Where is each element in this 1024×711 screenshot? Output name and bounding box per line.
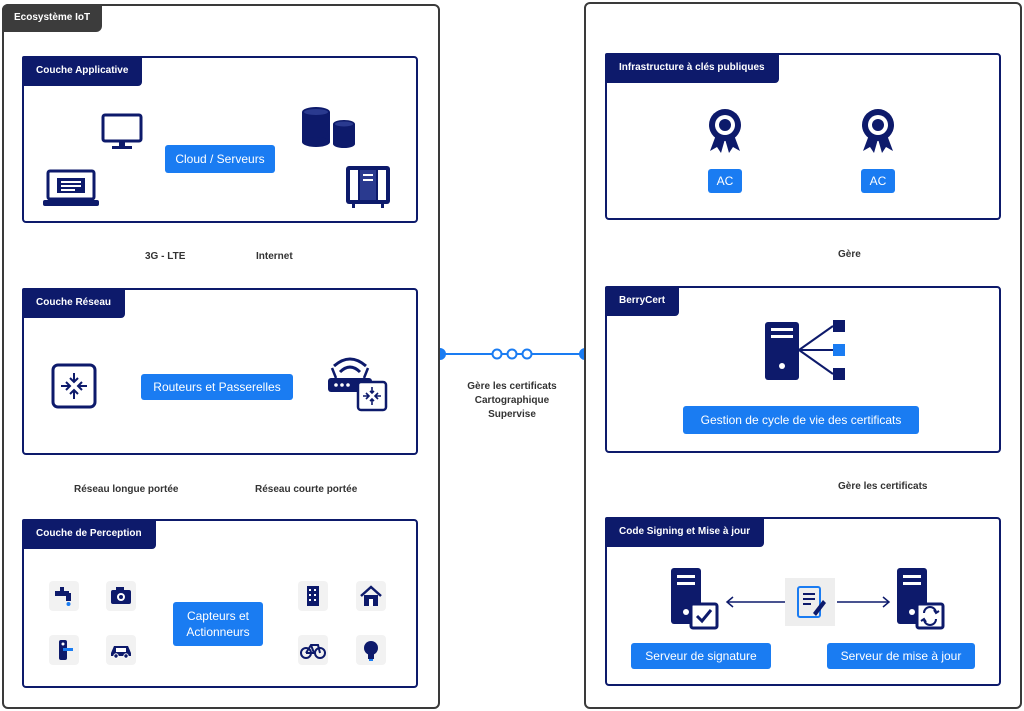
chip-building <box>298 581 328 611</box>
signing-server-label: Serveur de signature <box>631 643 771 669</box>
router-icon <box>51 363 97 409</box>
bicycle-icon <box>300 644 326 659</box>
center-link-line3: Supervise <box>488 409 536 420</box>
wifi-gateway-icon <box>328 357 388 412</box>
database-icon <box>302 107 355 148</box>
link-internet-label: Internet <box>256 251 293 262</box>
center-link-line1: Gère les certificats <box>467 381 557 392</box>
home-icon <box>360 585 382 606</box>
update-server-icon <box>897 568 945 630</box>
code-signing-layer-title: Code Signing et Mise à jour <box>605 517 765 547</box>
chip-bicycle <box>298 635 328 665</box>
building-icon <box>307 586 319 606</box>
pki-layer-title: Infrastructure à clés publiques <box>605 53 779 83</box>
bidirectional-arrow-left-icon <box>725 596 785 608</box>
sensors-actuators-label: Capteurs et Actionneurs <box>173 602 263 646</box>
pki-layer: Infrastructure à clés publiques AC AC <box>605 53 1001 220</box>
routers-gateways-label: Routeurs et Passerelles <box>141 374 293 400</box>
chip-car <box>106 635 136 665</box>
link-manages-certificates-label: Gère les certificats <box>838 481 928 492</box>
ca-2-label: AC <box>861 169 895 193</box>
document-edit-icon <box>797 586 826 618</box>
certificate-ribbon-icon <box>709 109 741 153</box>
document-edit-box <box>785 578 835 626</box>
laptop-icon <box>43 169 99 206</box>
iot-ecosystem-title: Ecosystème IoT <box>2 4 103 32</box>
cloud-servers-label: Cloud / Serveurs <box>165 145 275 173</box>
link-manages-label: Gère <box>838 249 861 260</box>
network-layer: Couche Réseau Routeurs et Passerelles <box>22 288 418 455</box>
certificate-ribbon-icon <box>862 109 894 153</box>
server-rack-icon <box>346 166 390 208</box>
sensors-actuators-line2: Actionneurs <box>186 625 250 639</box>
camera-icon <box>111 587 131 604</box>
door-lock-icon <box>59 640 73 660</box>
perception-layer: Couche de Perception Capteurs et Actionn… <box>22 519 418 688</box>
lightbulb-icon <box>364 641 378 661</box>
chip-camera <box>106 581 136 611</box>
chip-lightbulb <box>356 635 386 665</box>
application-layer-title: Couche Applicative <box>22 56 143 86</box>
chip-home <box>356 581 386 611</box>
car-icon <box>111 646 131 659</box>
perception-layer-title: Couche de Perception <box>22 519 156 549</box>
link-3g-lte-label: 3G - LTE <box>145 251 186 262</box>
link-short-range-label: Réseau courte portée <box>255 484 358 495</box>
application-layer: Couche Applicative Cloud / Serveurs <box>22 56 418 223</box>
berrycert-layer: BerryCert Gestion de cycle de vie des ce… <box>605 286 1001 453</box>
berrycert-layer-title: BerryCert <box>605 286 680 316</box>
update-server-label: Serveur de mise à jour <box>827 643 975 669</box>
network-layer-title: Couche Réseau <box>22 288 126 318</box>
code-signing-layer: Code Signing et Mise à jour Serv <box>605 517 1001 686</box>
link-long-range-label: Réseau longue portée <box>74 484 179 495</box>
server-hierarchy-icon <box>765 320 845 380</box>
sensors-actuators-line1: Capteurs et <box>186 609 250 623</box>
ca-1-label: AC <box>708 169 742 193</box>
monitor-icon <box>101 113 143 149</box>
water-tap-icon <box>55 587 71 606</box>
certificate-lifecycle-label: Gestion de cycle de vie des certificats <box>683 406 919 434</box>
chip-tap <box>49 581 79 611</box>
signing-server-icon <box>671 568 719 630</box>
center-link-labels: Gère les certificats Cartographique Supe… <box>432 380 592 422</box>
center-link-line2: Cartographique <box>474 395 550 406</box>
chip-door-lock <box>49 635 79 665</box>
bidirectional-arrow-right-icon <box>837 596 891 608</box>
